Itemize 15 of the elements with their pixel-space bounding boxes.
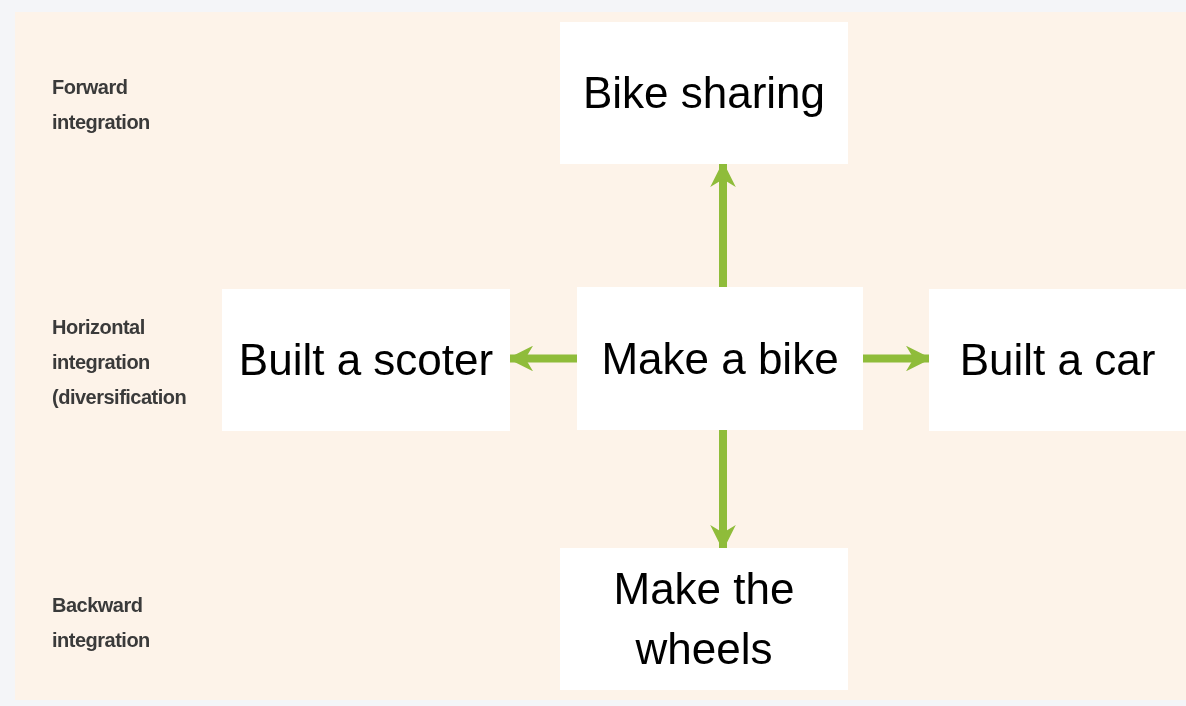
- box-text: Make a bike: [600, 332, 840, 385]
- box-text: Make the wheels: [612, 563, 796, 675]
- text-box: [560, 548, 848, 690]
- row-label: Horizontal integration (diversification: [52, 315, 188, 410]
- text-box: [222, 289, 510, 431]
- box-text: Built a scoter: [237, 334, 495, 386]
- box-text: Built a car: [958, 334, 1157, 386]
- row-label: Forward integration: [52, 75, 151, 135]
- arrow: [507, 345, 577, 372]
- text-box: [929, 289, 1186, 431]
- text-box: [577, 287, 863, 430]
- row-label: Backward integration: [52, 593, 151, 653]
- text-box: [560, 22, 848, 164]
- box-text: Bike sharing: [581, 67, 827, 119]
- arrow: [710, 430, 736, 551]
